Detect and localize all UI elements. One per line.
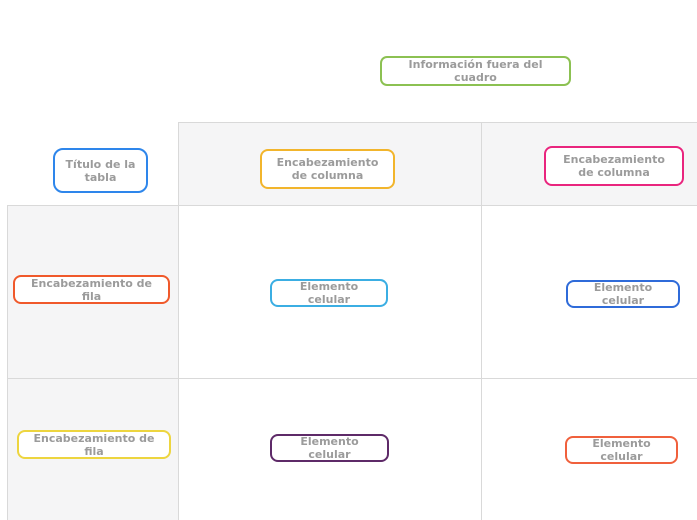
table-grid-line-column2 [481, 122, 482, 520]
table-grid-line-top [178, 122, 697, 123]
topic-column-header-2-label: Encabezamiento de columna [563, 153, 665, 179]
topic-table-title-label: Título de la tabla [65, 157, 136, 184]
table-grid-line-row2 [7, 378, 697, 379]
topic-cell-row2-col2[interactable]: Elemento celular [565, 436, 678, 464]
topic-column-header-1-label: Encabezamiento de columna [276, 156, 379, 182]
topic-row-header-1-label: Encabezamiento de fila [31, 276, 152, 303]
topic-cell-row2-col1[interactable]: Elemento celular [270, 434, 389, 462]
table-grid-line-left [7, 205, 8, 520]
table-header-column-band [8, 206, 178, 520]
topic-column-header-2[interactable]: Encabezamiento de columna [544, 146, 684, 186]
topic-cell-row1-col1-label: Elemento celular [299, 280, 359, 306]
topic-row-header-1[interactable]: Encabezamiento de fila [13, 275, 170, 304]
topic-row-header-2-label: Encabezamiento de fila [33, 431, 155, 458]
topic-outside-info[interactable]: Información fuera del cuadro [380, 56, 571, 86]
topic-cell-row2-col1-label: Elemento celular [300, 435, 359, 461]
topic-cell-row2-col2-label: Elemento celular [592, 437, 651, 463]
topic-row-header-2[interactable]: Encabezamiento de fila [17, 430, 171, 459]
table-grid-line-column1 [178, 122, 179, 520]
table-grid-line-row1 [7, 205, 697, 206]
topic-outside-info-label: Información fuera del cuadro [408, 58, 543, 84]
topic-cell-row1-col1[interactable]: Elemento celular [270, 279, 388, 307]
topic-table-title[interactable]: Título de la tabla [53, 148, 148, 193]
topic-cell-row1-col2-label: Elemento celular [593, 281, 653, 307]
topic-cell-row1-col2[interactable]: Elemento celular [566, 280, 680, 308]
topic-column-header-1[interactable]: Encabezamiento de columna [260, 149, 395, 189]
